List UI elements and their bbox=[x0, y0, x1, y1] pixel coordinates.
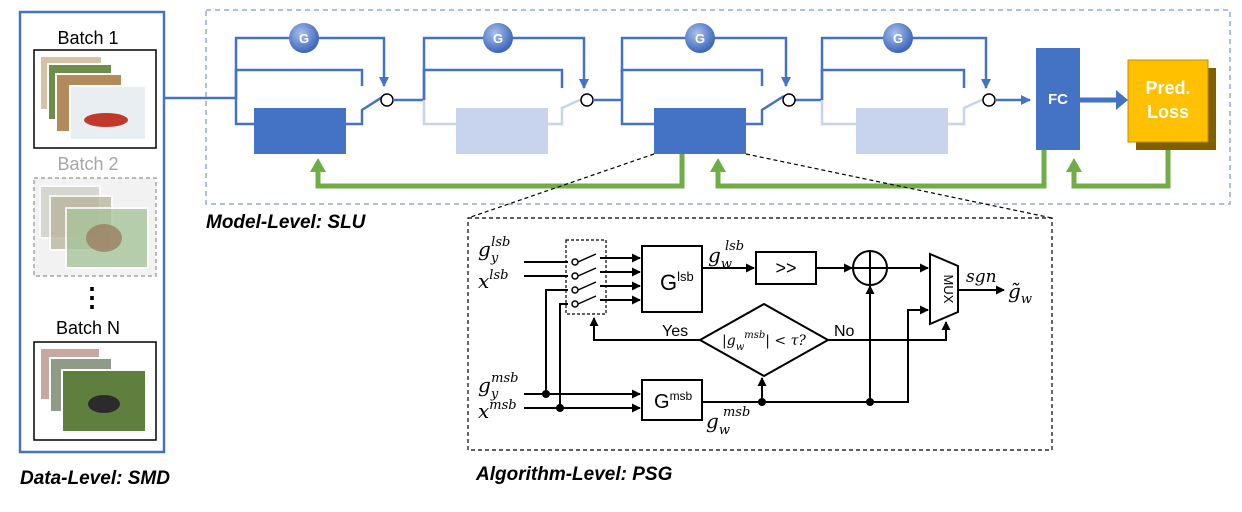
pred-loss-block bbox=[1127, 59, 1209, 143]
zoom-line-right bbox=[745, 153, 1053, 219]
data-level-border bbox=[18, 10, 166, 454]
layer-4-switch bbox=[982, 93, 996, 107]
layer-3 bbox=[620, 36, 822, 126]
layer-4-gate-label: G bbox=[893, 31, 903, 46]
layer-4 bbox=[820, 36, 991, 100]
batch-1-label: Batch 1 bbox=[57, 28, 118, 48]
input-x-msb: xmsb bbox=[478, 398, 517, 423]
backward-arrowhead-fc bbox=[1066, 158, 1082, 172]
zoom-line-left bbox=[467, 153, 655, 219]
g-lsb-block bbox=[641, 245, 703, 313]
layer-1-gate-icon bbox=[289, 23, 319, 53]
junction-gw-msb-decision bbox=[758, 398, 766, 406]
layer-3-gate-icon bbox=[685, 23, 715, 53]
fc-block bbox=[1036, 48, 1080, 150]
layer-3-block bbox=[654, 108, 746, 154]
algorithm-level-panel: gylsb xlsb gymsb xmsb bbox=[467, 217, 1053, 485]
shift-label: >> bbox=[775, 258, 796, 278]
batch-n-label: Batch N bbox=[56, 318, 120, 338]
batch-2-dog bbox=[86, 224, 122, 252]
algorithm-level-border bbox=[467, 217, 1053, 451]
shift-block bbox=[755, 251, 817, 285]
model-level-border bbox=[205, 9, 1231, 205]
layer-1-gate-label: G bbox=[299, 31, 309, 46]
model-level-panel: G G G bbox=[205, 9, 1231, 233]
backward-arrowhead-layer3 bbox=[710, 158, 726, 172]
layer-2-gate-label: G bbox=[493, 31, 503, 46]
backward-gradient-paths bbox=[315, 150, 1171, 189]
input-gy-msb: gymsb bbox=[478, 371, 519, 402]
algorithm-level-caption: Algorithm-Level: PSG bbox=[475, 464, 673, 485]
g-msb-label: Gmsb bbox=[654, 389, 693, 413]
junction-x-msb bbox=[556, 404, 564, 412]
layer-3-gate-label: G bbox=[695, 31, 705, 46]
layer-1-block bbox=[254, 108, 346, 154]
layer-1 bbox=[234, 36, 424, 126]
batch-n-dog bbox=[88, 395, 120, 413]
pred-loss-line2: Loss bbox=[1147, 102, 1189, 122]
batch-ellipsis: ⋮ bbox=[79, 282, 105, 312]
layer-4-gate-icon bbox=[883, 23, 913, 53]
fc-to-loss-arrowhead bbox=[1116, 90, 1128, 110]
pred-loss-line1: Pred. bbox=[1145, 78, 1190, 98]
fc-label: FC bbox=[1048, 91, 1068, 108]
mux-block bbox=[929, 252, 959, 326]
g-lsb-label: Glsb bbox=[660, 269, 694, 295]
g-msb-block bbox=[641, 379, 703, 421]
data-level-caption: Data-Level: SMD bbox=[20, 468, 170, 489]
mux-label: MUX bbox=[941, 275, 956, 304]
decision-diamond bbox=[697, 302, 831, 378]
batch-n-group: Batch N bbox=[33, 318, 157, 441]
batch-1-image-d bbox=[69, 85, 147, 141]
data-level-panel: Batch 1 Batch 2 ⋮ Batch N bbox=[18, 10, 170, 489]
model-level-caption: Model-Level: SLU bbox=[206, 212, 367, 233]
layer-3-switch bbox=[782, 93, 796, 107]
input-gy-lsb: gylsb bbox=[478, 235, 510, 266]
junction-gw-msb-adder bbox=[866, 398, 874, 406]
layer-2-block bbox=[456, 108, 548, 154]
selector-switch bbox=[565, 239, 607, 315]
gw-lsb-label: gwlsb bbox=[708, 239, 744, 272]
batch-1-snowmobile bbox=[84, 113, 128, 127]
gw-msb-label: gwmsb bbox=[706, 405, 750, 438]
layer-4-skip-path bbox=[820, 96, 987, 126]
batch-2-group: Batch 2 bbox=[33, 154, 157, 277]
yes-label: Yes bbox=[662, 323, 688, 340]
layer-2-switch bbox=[580, 93, 594, 107]
backward-arrowhead-layer1 bbox=[310, 158, 326, 172]
input-x-lsb: xlsb bbox=[478, 268, 508, 293]
layer-2-skip-path bbox=[422, 96, 585, 126]
layer-2-gate-icon bbox=[483, 23, 513, 53]
batch-1-group: Batch 1 bbox=[33, 28, 157, 149]
no-label: No bbox=[834, 323, 855, 340]
output-label: g̃w bbox=[1008, 279, 1032, 307]
sgn-label: sgn bbox=[966, 267, 997, 287]
junction-gy-msb bbox=[542, 390, 550, 398]
batch-2-label: Batch 2 bbox=[57, 154, 118, 174]
layer-2 bbox=[422, 36, 589, 100]
decision-text: |gwmsb| < τ? bbox=[722, 330, 806, 353]
layer-4-block bbox=[856, 108, 948, 154]
